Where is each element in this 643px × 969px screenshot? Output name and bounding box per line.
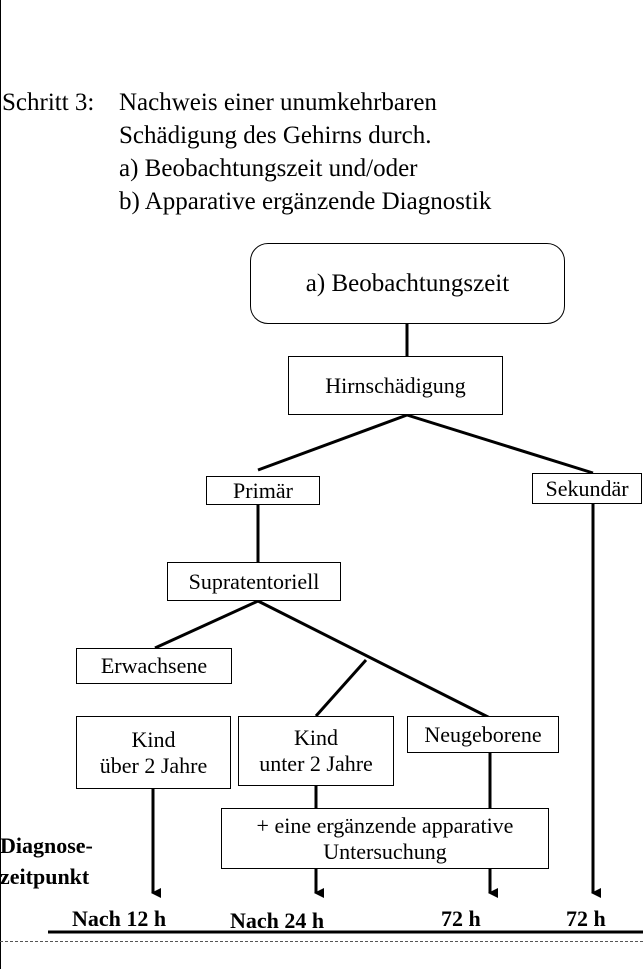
heading-line-2: Schädigung des Gehirns durch. bbox=[119, 122, 432, 149]
node-kind-unter-2-jahre: Kind unter 2 Jahre bbox=[238, 716, 394, 786]
page-border bbox=[0, 0, 1, 969]
diagnosezeitpunkt-label: Diagnose- zeitpunkt bbox=[0, 833, 93, 889]
heading-line-4: b) Apparative ergänzende Diagnostik bbox=[119, 188, 492, 215]
connector-supra-kind-unter bbox=[314, 659, 368, 717]
node-supratentoriell: Supratentoriell bbox=[167, 562, 341, 601]
step-heading: Schritt 3: Nachweis einer unumkehrbaren S… bbox=[2, 86, 491, 218]
node-ergaenzende-untersuchung: + eine ergänzende apparative Untersuchun… bbox=[221, 808, 549, 869]
node-kind-ueber-2-jahre: Kind über 2 Jahre bbox=[76, 716, 231, 789]
node-primaer: Primär bbox=[206, 476, 320, 505]
connector-hirn-primaer bbox=[257, 413, 408, 472]
timepoint-72h-primary: 72 h bbox=[441, 906, 481, 931]
timepoint-12h: Nach 12 h bbox=[72, 906, 167, 931]
node-hirnschaedigung: Hirnschädigung bbox=[288, 356, 503, 415]
node-beobachtungszeit: a) Beobachtungszeit bbox=[250, 243, 565, 324]
connector-hirn-sekundaer bbox=[406, 413, 594, 475]
timepoint-72h-secondary: 72 h bbox=[566, 906, 606, 931]
timepoint-24h: Nach 24 h bbox=[230, 908, 325, 933]
node-neugeborene: Neugeborene bbox=[407, 716, 559, 753]
node-erwachsene: Erwachsene bbox=[76, 648, 232, 684]
node-sekundaer: Sekundär bbox=[532, 473, 642, 504]
connector-supra-erwachsene bbox=[154, 599, 259, 650]
dashed-baseline bbox=[0, 941, 643, 942]
heading-line-1: Nachweis einer unumkehrbaren bbox=[119, 89, 437, 116]
connector-supra-neugeborene bbox=[257, 599, 491, 720]
heading-line-3: a) Beobachtungszeit und/oder bbox=[119, 155, 418, 182]
step-label: Schritt 3: bbox=[2, 89, 95, 116]
